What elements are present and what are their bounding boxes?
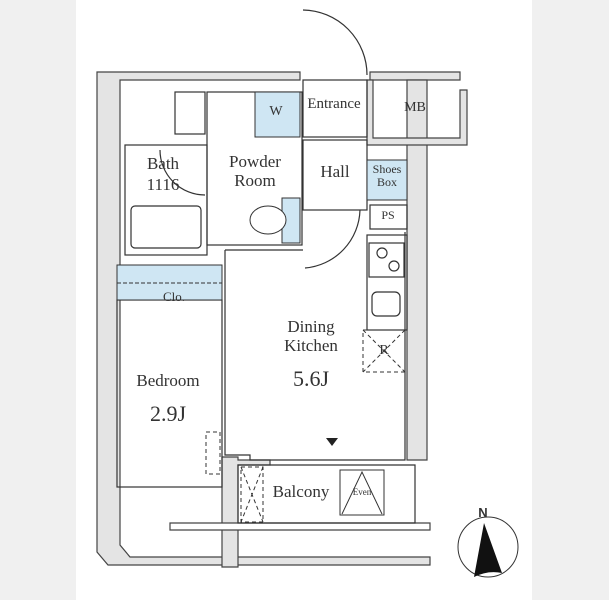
bath-size: 1116: [146, 175, 180, 194]
kitchen-sink: [371, 291, 401, 317]
balcony-label: Balcony: [272, 482, 330, 501]
compass-needle-icon: [474, 523, 502, 577]
washer-label: W: [269, 104, 283, 119]
entrance-label: Entrance: [307, 96, 361, 112]
bathtub: [130, 205, 202, 249]
hatch: [339, 469, 385, 516]
bedroom-size: 2.9J: [149, 401, 187, 426]
ps-box: [369, 204, 408, 230]
stove: [368, 242, 405, 278]
refrigerator-space: [362, 329, 406, 373]
mb-label: MB: [404, 100, 426, 115]
dining-kitchen-size: 5.6J: [292, 366, 330, 391]
hall-label: Hall: [320, 162, 350, 181]
shoes-box: [366, 159, 408, 201]
hatch-label: Even: [352, 487, 372, 497]
dining-kitchen-label: Dining Kitchen: [284, 317, 338, 355]
top-right-wall: [369, 71, 461, 81]
dk-door-arc: [304, 209, 361, 269]
toilet-bowl: [249, 205, 287, 235]
balcony-outline: [237, 464, 416, 524]
powder-room-label: Powder Room: [229, 152, 281, 190]
entrance: [302, 79, 368, 138]
outer-wall: [96, 71, 431, 566]
burner-icon: [388, 260, 400, 272]
compass-north-label: N: [478, 505, 488, 520]
burner-icon: [376, 247, 388, 259]
right-margin: [532, 0, 609, 600]
balcony-rail: [169, 522, 431, 531]
hatch-triangle: [341, 470, 383, 515]
bath-door-arc: [159, 149, 206, 196]
ps-label: PS: [381, 208, 395, 222]
closet-label: Clo.: [162, 289, 186, 304]
left-margin: [0, 0, 76, 600]
refrigerator-label: R: [379, 343, 389, 358]
balcony-unit: [240, 466, 264, 523]
right-wall: [406, 79, 428, 461]
bedroom-label: Bedroom: [136, 371, 200, 390]
bath-label: Bath: [146, 154, 180, 173]
washer-space: [254, 91, 301, 138]
bedroom-unit: [205, 431, 221, 475]
window-marker-icon: [326, 438, 338, 446]
entrance-door-arc: [302, 9, 368, 76]
sink-bath: [174, 91, 206, 135]
dining-kitchen-wall: [224, 232, 406, 461]
shoes-box-label: Shoes Box: [372, 162, 402, 190]
mb-wall: [366, 79, 468, 146]
